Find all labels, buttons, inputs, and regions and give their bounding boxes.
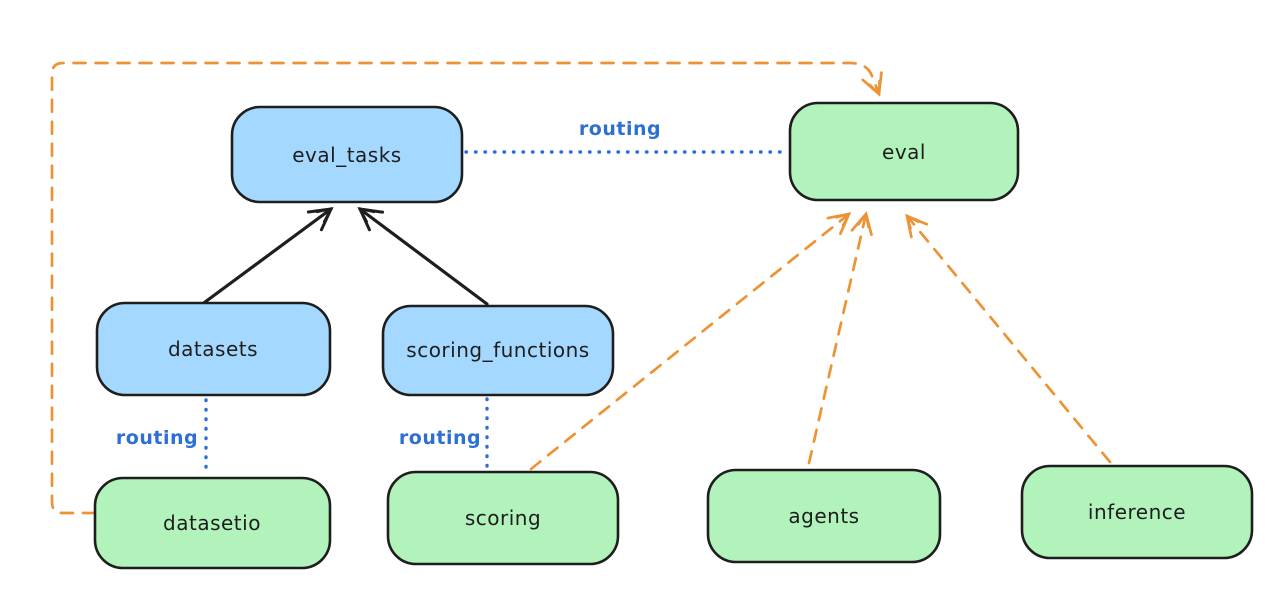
- node-scoring-functions-label: scoring_functions: [406, 338, 589, 362]
- edge-scoring-to-eval: [529, 212, 852, 471]
- node-datasets-box: [95, 301, 332, 397]
- node-eval-tasks: eval_tasks: [230, 105, 464, 204]
- node-eval-tasks-box: [230, 105, 464, 204]
- node-inference-label: inference: [1088, 500, 1186, 524]
- node-agents-box: [706, 468, 942, 564]
- node-eval-box: [788, 101, 1020, 202]
- node-scoring-box: [386, 470, 620, 566]
- routing-label-datasets: routing: [116, 427, 198, 449]
- node-eval-label: eval: [882, 140, 926, 164]
- node-datasetio-box: [93, 476, 332, 570]
- edge-datasetio-to-eval: [50, 61, 883, 515]
- node-datasetio-label: datasetio: [163, 511, 261, 535]
- edge-agents-to-eval: [807, 211, 873, 465]
- edge-scoring-functions-to-eval-tasks: [357, 207, 489, 306]
- node-scoring-functions-box: [381, 304, 615, 397]
- routing-label-scoring: routing: [399, 427, 481, 449]
- node-inference-box: [1020, 464, 1254, 560]
- node-eval-tasks-label: eval_tasks: [292, 143, 401, 167]
- node-eval: eval: [788, 101, 1020, 202]
- node-agents-label: agents: [788, 504, 859, 528]
- routing-label-top: routing: [579, 118, 661, 140]
- node-agents: agents: [706, 468, 942, 564]
- node-scoring-functions: scoring_functions: [381, 304, 615, 397]
- node-datasets-label: datasets: [168, 337, 258, 361]
- node-datasets: datasets: [95, 301, 332, 397]
- node-scoring: scoring: [386, 470, 620, 566]
- node-inference: inference: [1020, 464, 1254, 560]
- node-scoring-label: scoring: [465, 506, 541, 530]
- edge-inference-to-eval: [905, 213, 1112, 464]
- edge-datasets-to-eval-tasks: [199, 207, 334, 307]
- node-datasetio: datasetio: [93, 476, 332, 570]
